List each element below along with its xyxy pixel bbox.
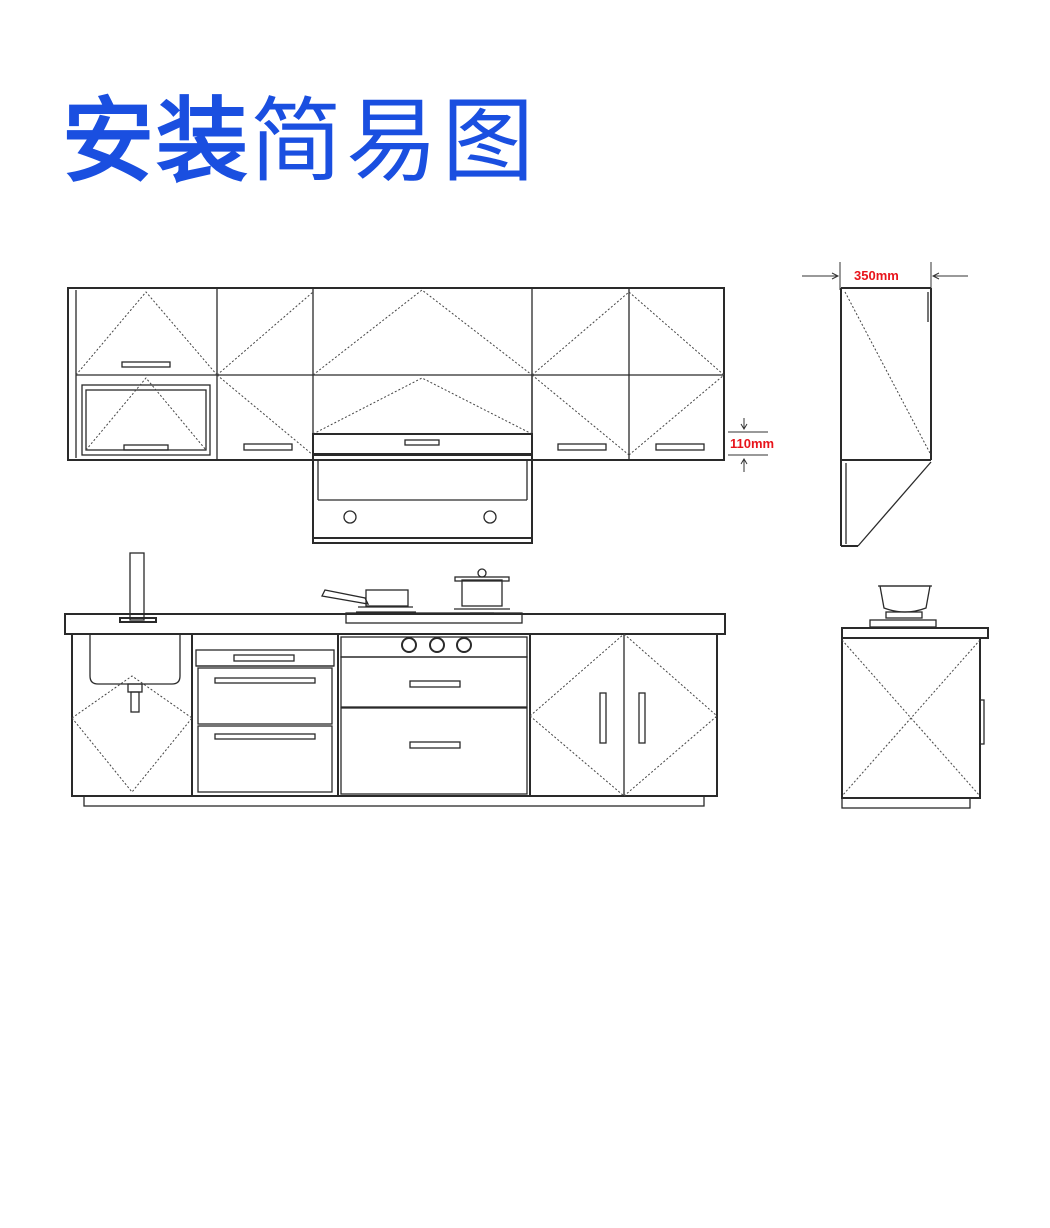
title-light-part: 简易图 bbox=[250, 88, 539, 195]
side-view: 350mm bbox=[802, 262, 989, 809]
page-title: 安装 简易图 bbox=[62, 78, 538, 188]
base-cabinets-front bbox=[64, 613, 726, 807]
title-bold-part: 安装 bbox=[62, 88, 251, 195]
gap-dimension: 110mm bbox=[728, 418, 774, 472]
wall-cabinets-front bbox=[67, 287, 725, 461]
countertop-items bbox=[119, 552, 523, 624]
gap-dimension-label: 110mm bbox=[730, 436, 774, 451]
range-hood bbox=[312, 433, 533, 544]
depth-dimension-label: 350mm bbox=[854, 268, 899, 283]
